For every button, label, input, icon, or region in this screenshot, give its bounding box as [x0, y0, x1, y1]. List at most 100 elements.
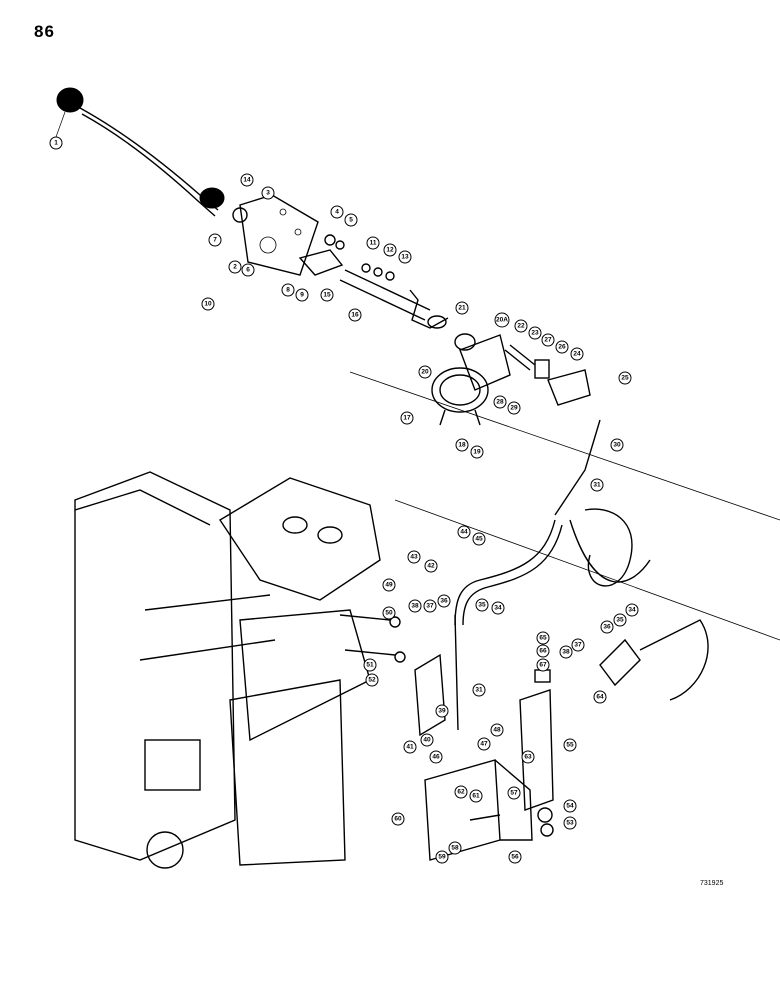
callout: 42: [424, 559, 438, 573]
svg-text:28: 28: [496, 399, 504, 406]
svg-text:62: 62: [457, 789, 465, 796]
callout: 20A: [494, 312, 510, 328]
svg-text:31: 31: [593, 482, 601, 489]
callout: 38: [559, 645, 573, 659]
callout: 47: [477, 737, 491, 751]
svg-text:23: 23: [531, 330, 539, 337]
callout: 11: [366, 236, 380, 250]
callout: 38: [408, 599, 422, 613]
callout: 6: [241, 263, 255, 277]
svg-text:30: 30: [613, 442, 621, 449]
callout: 53: [563, 816, 577, 830]
callout: 51: [363, 658, 377, 672]
callout: 35: [613, 613, 627, 627]
callout: 58: [448, 841, 462, 855]
svg-text:31: 31: [475, 687, 483, 694]
callout: 2: [228, 260, 242, 274]
callout: 62: [454, 785, 468, 799]
svg-text:46: 46: [432, 754, 440, 761]
callout: 43: [407, 550, 421, 564]
svg-text:43: 43: [410, 554, 418, 561]
svg-text:61: 61: [472, 793, 480, 800]
clamp-assembly: [431, 333, 591, 426]
callout: 15: [320, 288, 334, 302]
svg-text:26: 26: [558, 344, 566, 351]
callout: 41: [403, 740, 417, 754]
callout: 34: [491, 601, 505, 615]
callout: 66: [536, 644, 550, 658]
callout: 45: [472, 532, 486, 546]
svg-text:51: 51: [366, 662, 374, 669]
right-linkage-parts: [534, 619, 709, 701]
callout: 1: [49, 111, 66, 150]
callout: 50: [382, 606, 396, 620]
shift-lever: [56, 87, 248, 223]
callout: 64: [593, 690, 607, 704]
svg-text:56: 56: [511, 854, 519, 861]
svg-text:47: 47: [480, 741, 488, 748]
svg-text:38: 38: [411, 603, 419, 610]
callout: 55: [563, 738, 577, 752]
svg-text:59: 59: [438, 854, 446, 861]
callout: 37: [423, 599, 437, 613]
svg-text:38: 38: [562, 649, 570, 656]
svg-text:34: 34: [628, 607, 636, 614]
lever-plate: [239, 194, 319, 276]
callout: 31: [472, 683, 486, 697]
svg-text:8: 8: [286, 287, 290, 294]
svg-text:53: 53: [566, 820, 574, 827]
page-number: 86: [34, 22, 55, 41]
callout: 40: [420, 733, 434, 747]
svg-text:66: 66: [539, 648, 547, 655]
transmission-housing: [74, 471, 381, 869]
callout: 24: [570, 347, 584, 361]
callout: 60: [391, 812, 405, 826]
callout: 7: [208, 233, 222, 247]
drawing-code: 731925: [700, 880, 724, 887]
svg-text:15: 15: [323, 292, 331, 299]
svg-text:37: 37: [426, 603, 434, 610]
callout: 39: [435, 704, 449, 718]
callout: 19: [470, 445, 484, 459]
callout: 23: [528, 326, 542, 340]
svg-text:63: 63: [524, 754, 532, 761]
callout: 20: [418, 365, 432, 379]
svg-text:57: 57: [510, 790, 518, 797]
callout: 67: [536, 658, 550, 672]
linkage-bracket: [414, 614, 554, 861]
callout: 36: [600, 620, 614, 634]
cable-band: [584, 508, 633, 587]
callout: 54: [563, 799, 577, 813]
svg-text:45: 45: [475, 536, 483, 543]
svg-text:42: 42: [427, 563, 435, 570]
svg-text:29: 29: [510, 405, 518, 412]
callout: 16: [348, 308, 362, 322]
callout: 4: [330, 205, 344, 219]
callout: 5: [344, 213, 358, 227]
svg-text:35: 35: [478, 602, 486, 609]
svg-text:54: 54: [566, 803, 574, 810]
svg-text:44: 44: [460, 529, 468, 536]
svg-text:22: 22: [517, 323, 525, 330]
svg-text:41: 41: [406, 744, 414, 751]
callout: 12: [383, 243, 397, 257]
callout: 8: [281, 283, 295, 297]
svg-text:7: 7: [213, 237, 217, 244]
callout: 63: [521, 750, 535, 764]
callout: 26: [555, 340, 569, 354]
svg-text:9: 9: [300, 292, 304, 299]
callout: 65: [536, 631, 550, 645]
callout: 27: [541, 333, 555, 347]
svg-text:20A: 20A: [496, 317, 508, 324]
svg-text:4: 4: [335, 209, 339, 216]
svg-text:25: 25: [621, 375, 629, 382]
callout: 61: [469, 789, 483, 803]
callout: 31: [590, 478, 604, 492]
svg-text:10: 10: [204, 301, 212, 308]
callout: 9: [295, 288, 309, 302]
svg-text:49: 49: [385, 582, 393, 589]
svg-text:5: 5: [349, 217, 353, 224]
callout: 13: [398, 250, 412, 264]
callout: 48: [490, 723, 504, 737]
